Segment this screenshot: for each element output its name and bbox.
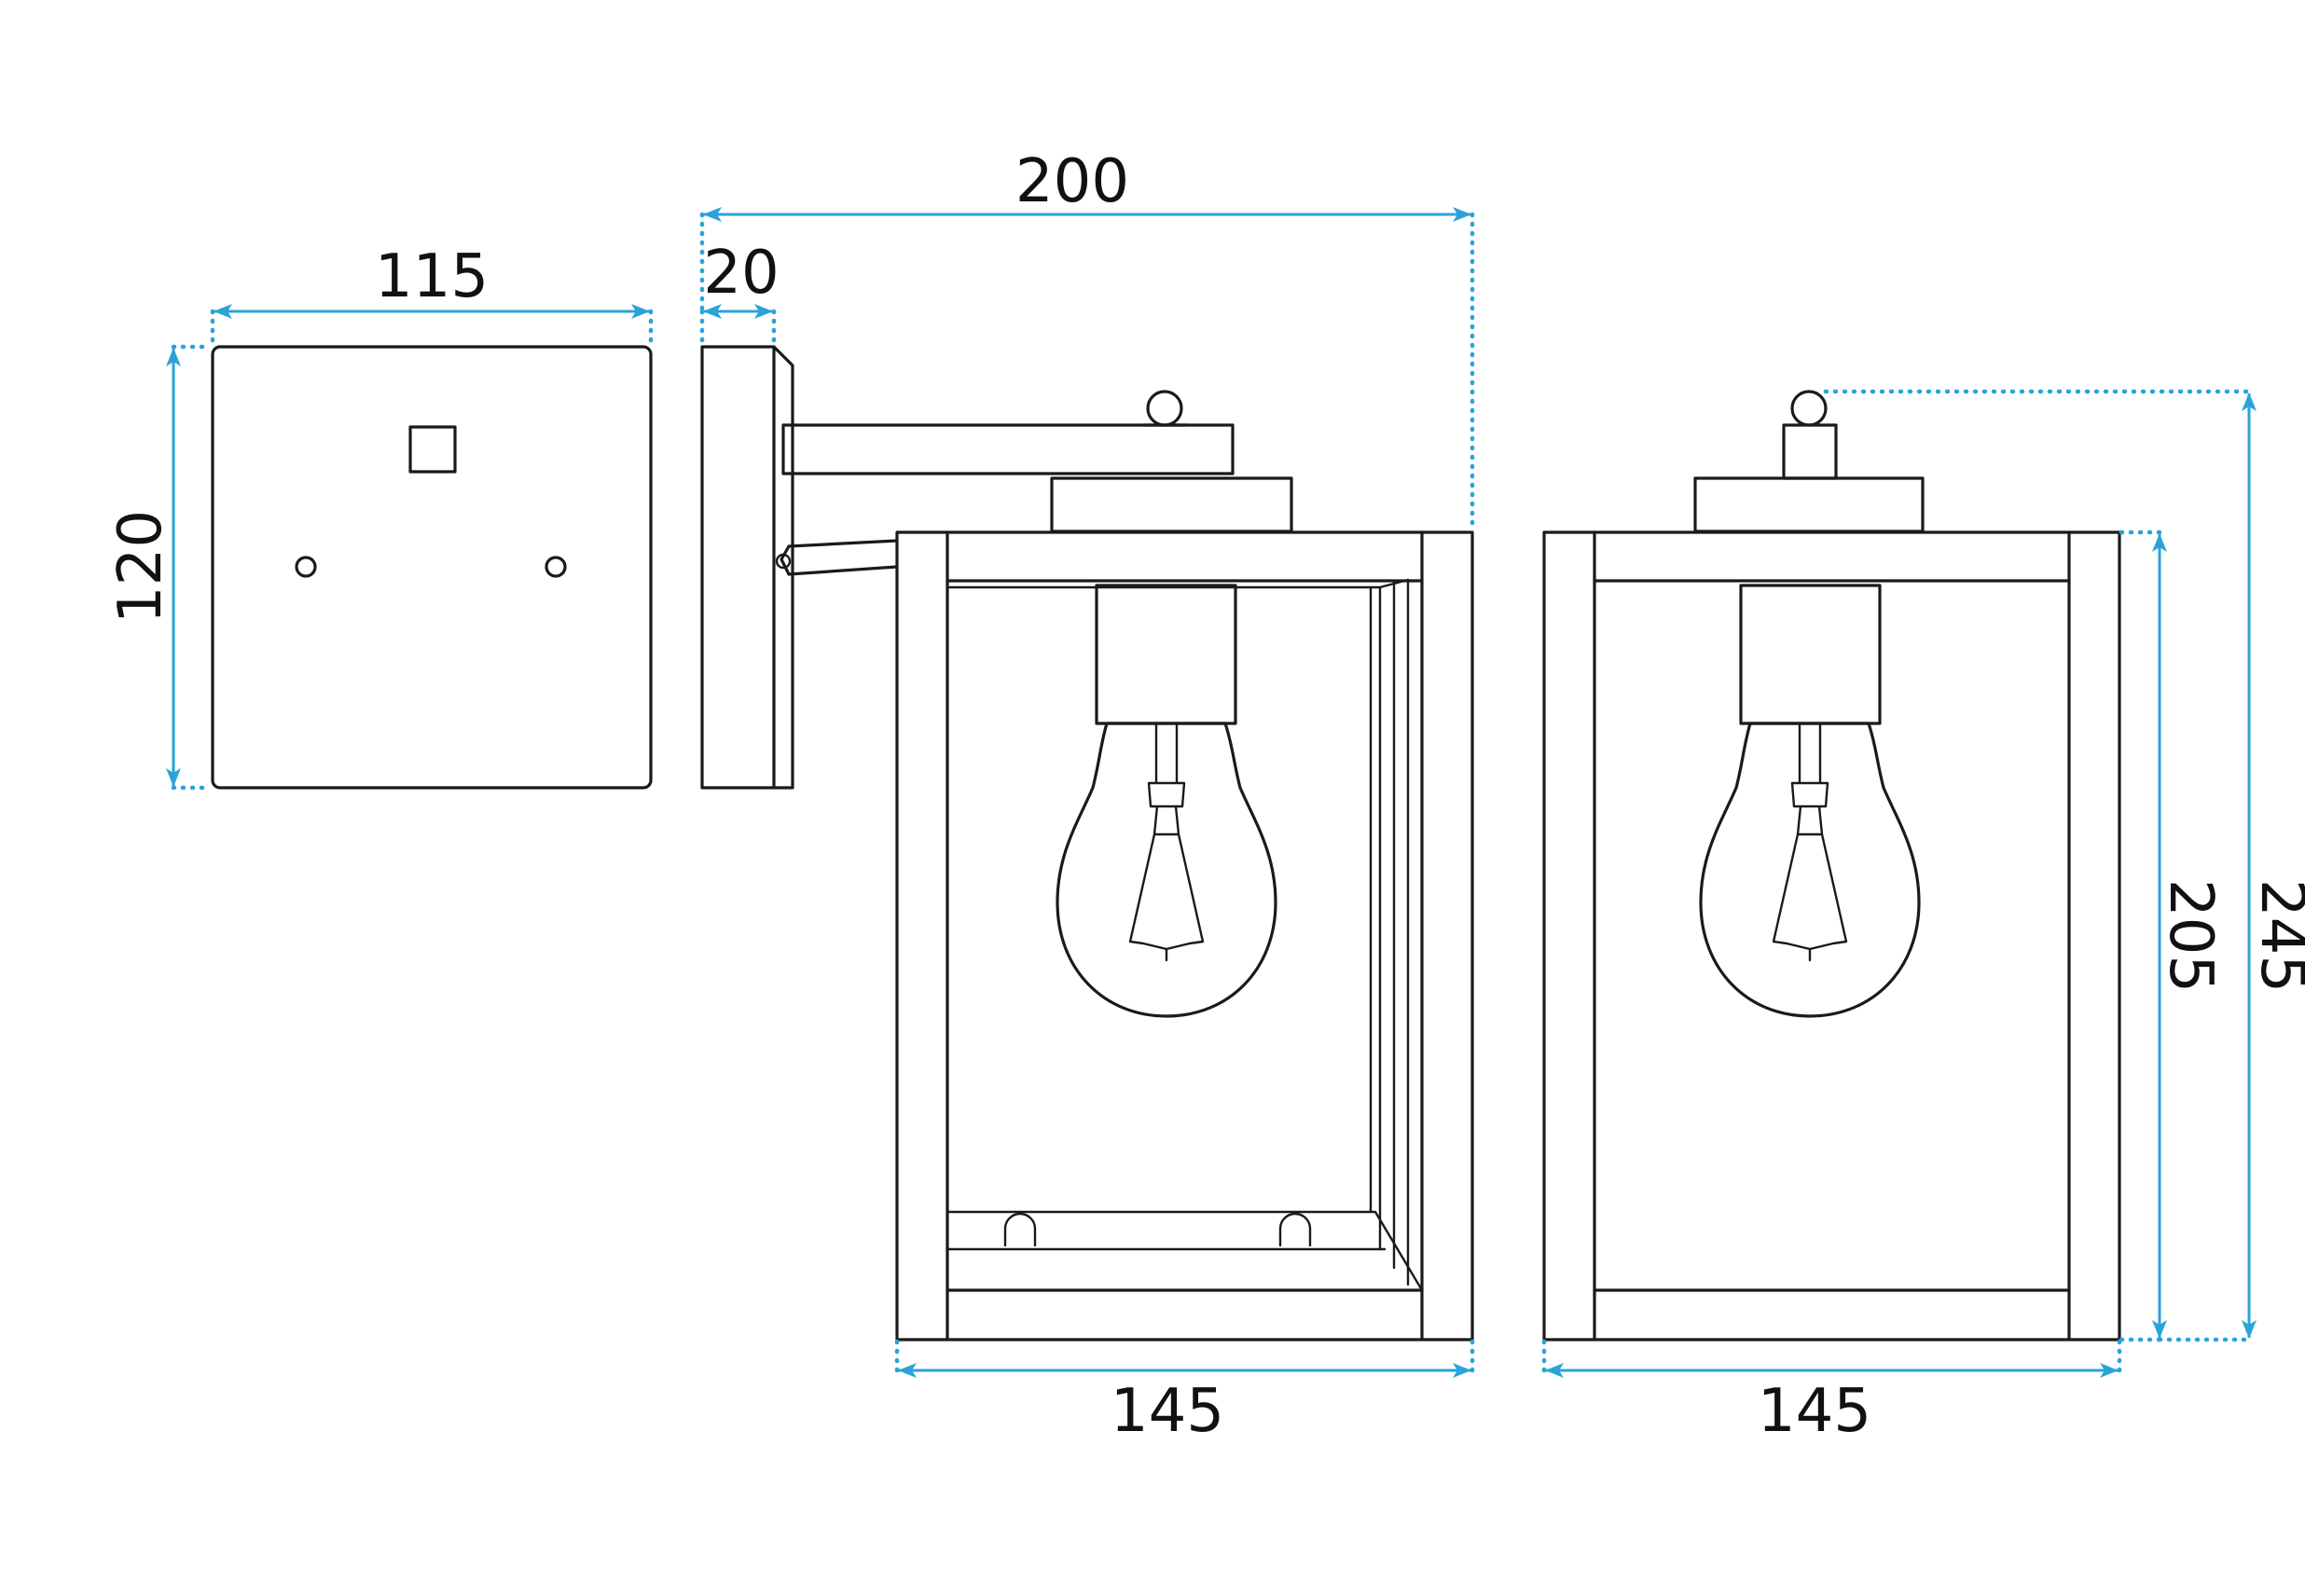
front-bulb-filament xyxy=(1772,722,1848,962)
dim-side-width-label: 145 xyxy=(1111,1377,1224,1446)
front-lantern-frame xyxy=(1542,530,2121,1341)
dim-total-depth-label: 200 xyxy=(1015,147,1129,216)
wall-plate-view xyxy=(211,345,653,790)
side-arm-top xyxy=(781,423,1235,475)
side-mount-base xyxy=(700,345,794,790)
front-bulb-socket xyxy=(1739,584,1882,725)
dim-plate-height-label: 120 xyxy=(106,510,175,624)
lamp-side-view xyxy=(700,345,1474,1341)
front-finial-ball xyxy=(1790,390,1828,427)
front-cap xyxy=(1693,476,1925,533)
wall-plate-cable-hole xyxy=(408,425,457,474)
side-cap xyxy=(1050,476,1293,533)
dim-plate-depth-label: 20 xyxy=(703,239,779,308)
dim-plate-width-label: 115 xyxy=(375,242,489,311)
side-bulb-socket xyxy=(1095,584,1237,725)
side-arm-rod xyxy=(780,539,899,576)
lamp-front-view xyxy=(1542,390,2121,1341)
side-bulb-filament xyxy=(1128,722,1205,962)
side-finial-ball xyxy=(1146,390,1183,427)
dim-total-height-label: 245 xyxy=(2247,879,2305,993)
dim-front-width-label: 145 xyxy=(1758,1377,1871,1446)
dimension-lines: 115 120 20 200 145 145 205 xyxy=(106,147,2305,1446)
wall-plate-screw-hole-right xyxy=(545,556,567,578)
dim-body-height-label: 205 xyxy=(2156,879,2225,993)
wall-plate-outline xyxy=(211,345,653,790)
front-bulb xyxy=(1699,722,1921,1018)
front-finial-stem xyxy=(1782,423,1838,480)
wall-plate-screw-hole-left xyxy=(295,556,317,578)
side-lantern-frame xyxy=(895,530,1474,1341)
side-bulb xyxy=(1056,722,1277,1018)
